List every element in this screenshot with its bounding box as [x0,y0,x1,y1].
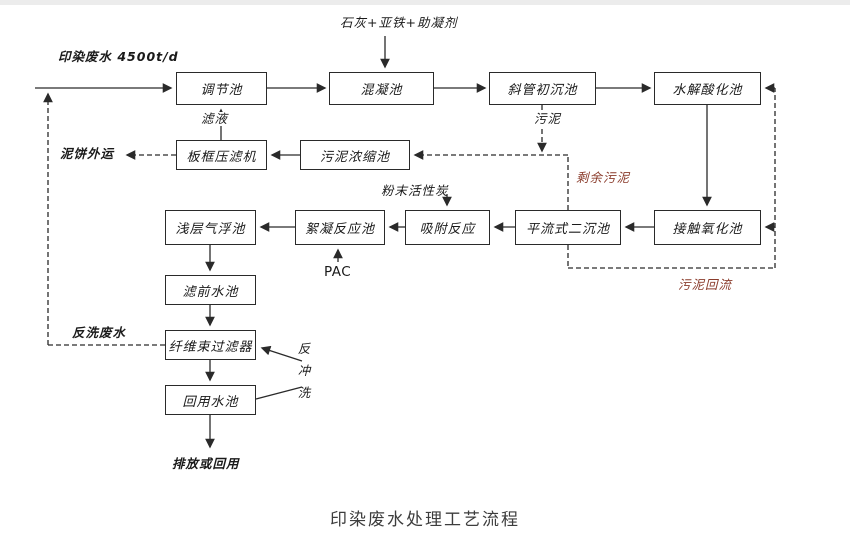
backwash-connectors [43,92,303,400]
powdered-activated-carbon-label: 粉末活性炭 [381,183,449,198]
influent-label: 印染废水 4500t/d [58,49,179,64]
filtrate-label: 滤液 [200,111,230,126]
sludge-label: 污泥 [533,111,563,126]
box-fiber-bundle-filter: 纤维束过滤器 [165,330,256,360]
pac-label: PAC [324,264,352,280]
box-plate-frame-filter-press: 板框压滤机 [176,140,267,170]
sludge-return-label: 污泥回流 [678,277,733,292]
page-top-divider [0,0,850,5]
box-horizontal-flow-secondary-sedimentation: 平流式二沉池 [515,210,621,245]
box-contact-oxidation-tank: 接触氧化池 [654,210,761,245]
box-flocculation-reaction-tank: 絮凝反应池 [295,210,385,245]
sludge-connectors [125,83,776,269]
box-pre-filter-water-tank: 滤前水池 [165,275,256,305]
box-regulating-tank: 调节池 [176,72,267,105]
arrow-backwash-to-fiber-filter [260,345,303,362]
box-sludge-thickening-tank: 污泥浓缩池 [300,140,410,170]
box-reuse-water-tank: 回用水池 [165,385,256,415]
backwash-label: 反冲洗 [297,341,312,400]
box-coagulation-tank: 混凝池 [329,72,434,105]
excess-sludge-label: 剩余污泥 [576,170,631,185]
sludge-cake-out-label: 泥饼外运 [60,146,115,161]
box-inclined-tube-primary-sedimentation: 斜管初沉池 [489,72,596,105]
discharge-or-reuse-label: 排放或回用 [172,456,240,471]
box-shallow-air-flotation-tank: 浅层气浮池 [165,210,256,245]
backwash-wastewater-label: 反洗废水 [72,325,127,340]
chemicals-label: 石灰+亚铁+助凝剂 [340,15,458,30]
figure-caption: 印染废水处理工艺流程 [330,510,520,530]
box-hydrolysis-acidification-tank: 水解酸化池 [654,72,761,105]
box-adsorption-reaction: 吸附反应 [405,210,490,245]
main-flow-connectors [35,36,712,449]
line-backwash-from-reuse-tank [255,386,303,400]
